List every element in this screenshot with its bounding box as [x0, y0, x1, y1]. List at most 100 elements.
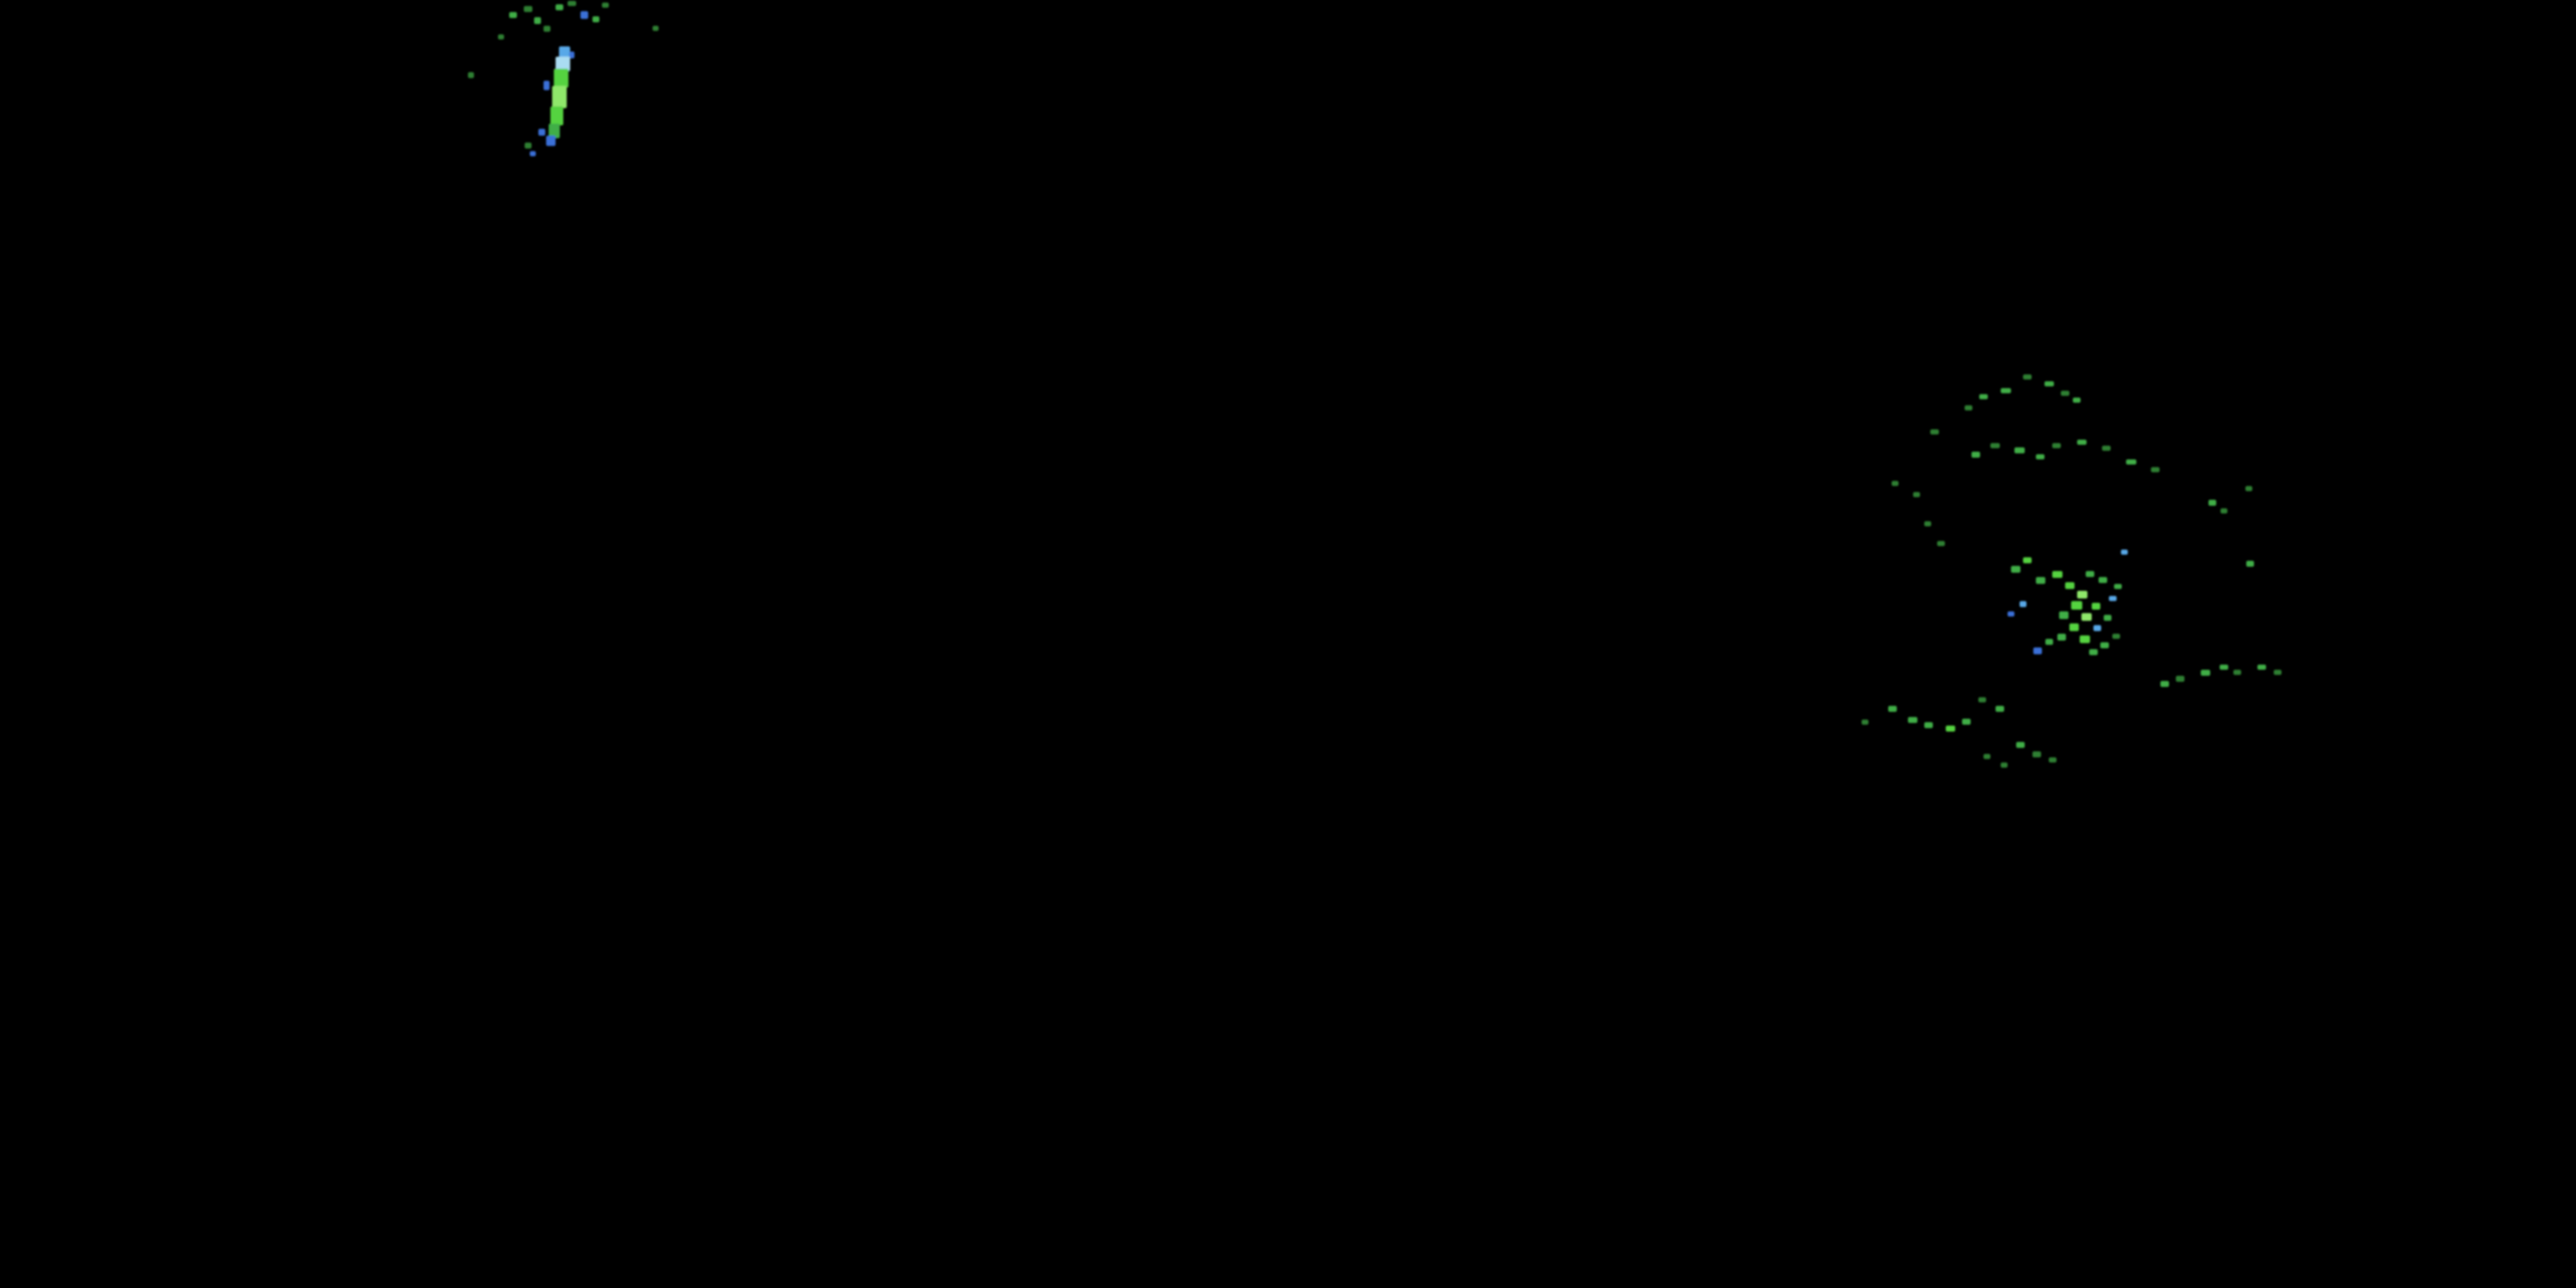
radar-echo-cell — [2114, 584, 2122, 589]
radar-echo-cell — [556, 4, 563, 10]
radar-echo-cell — [2059, 611, 2069, 619]
radar-echo-cell — [1913, 492, 1920, 497]
radar-echo-cell — [2151, 467, 2160, 472]
radar-echo-cell — [2093, 625, 2101, 631]
radar-echo-cell — [580, 11, 588, 19]
radar-echo-cell — [1946, 726, 1955, 732]
radar-echo-cell — [2092, 603, 2100, 610]
radar-echo-cell — [2069, 623, 2079, 631]
radar-echo-cell — [2023, 557, 2032, 563]
radar-echo-cell — [1862, 720, 1868, 725]
radar-echo-cell — [2126, 459, 2136, 465]
radar-echo-cell — [556, 57, 570, 71]
radar-echo-cell — [2109, 596, 2117, 601]
radar-echo-cell — [2045, 639, 2053, 645]
radar-echo-cell — [1924, 521, 1931, 526]
radar-echo-cell — [1962, 719, 1971, 725]
radar-echo-cell — [2208, 500, 2216, 506]
radar-echo-cell — [2081, 613, 2092, 621]
radar-echo-cell — [2011, 566, 2020, 573]
radar-echo-cell — [1930, 429, 1939, 434]
radar-echo-cell — [2099, 577, 2107, 583]
radar-echo-cell — [2036, 577, 2045, 584]
radar-echo-cell — [2160, 681, 2169, 687]
radar-echo-cell — [1979, 394, 1988, 399]
radar-echo-cell — [546, 136, 556, 146]
radar-echo-cell — [538, 129, 545, 136]
radar-echo-cell — [1892, 481, 1899, 486]
radar-echo-cell — [1924, 722, 1933, 728]
radar-echo-cell — [2077, 440, 2087, 445]
radar-echo-cell — [2052, 571, 2063, 578]
radar-echo-cell — [2052, 443, 2061, 448]
radar-echo-cell — [544, 26, 550, 32]
radar-echo-cell — [525, 143, 532, 149]
radar-echo-cell — [509, 12, 517, 18]
radar-echo-cell — [2032, 751, 2041, 757]
radar-echo-cell — [2071, 601, 2082, 610]
radar-echo-cell — [569, 52, 574, 58]
radar-echo-cell — [2008, 611, 2014, 617]
radar-echo-cell — [498, 34, 504, 39]
radar-echo-cell — [2020, 601, 2026, 607]
radar-echo-cell — [524, 6, 532, 12]
radar-echo-cell — [1908, 717, 1917, 723]
radar-echo-cell — [1965, 405, 1972, 410]
radar-echo-cell — [2121, 550, 2128, 555]
radar-echo-cell — [2061, 391, 2069, 396]
radar-echo-cell — [2176, 676, 2184, 682]
radar-echo-cell — [2077, 591, 2087, 598]
radar-echo-cell — [1978, 697, 1986, 702]
radar-echo-cell — [2086, 571, 2094, 577]
eastern-scattered-echoes — [1862, 374, 2281, 768]
radar-echo-cell — [1971, 452, 1980, 458]
radar-echo-cell — [2104, 615, 2111, 621]
radar-echo-cell — [653, 26, 659, 31]
radar-echo-cell — [552, 86, 567, 108]
radar-echo-cell — [2049, 757, 2057, 762]
radar-echo-cell — [2016, 742, 2025, 748]
radar-echo-cell — [2112, 634, 2120, 639]
radar-echo-cell — [568, 1, 576, 6]
radar-echo-cell — [530, 151, 536, 156]
radar-echo-cell — [2246, 561, 2254, 567]
radar-echo-cell — [2102, 446, 2111, 451]
radar-echo-cell — [2201, 670, 2210, 676]
radar-echo-cell — [2065, 582, 2075, 589]
radar-echo-cell — [2023, 374, 2032, 380]
radar-echo-cell — [2100, 642, 2109, 648]
radar-echo-cell — [2220, 665, 2228, 670]
radar-echo-cell — [534, 17, 541, 24]
radar-echo-cell — [468, 72, 474, 78]
radar-echo-cell — [1984, 754, 1990, 759]
radar-echo-cell — [602, 3, 609, 8]
radar-echo-cell — [1996, 706, 2004, 712]
radar-echo-cell — [2033, 647, 2042, 654]
radar-echo-cell — [549, 124, 560, 138]
radar-echo-cell — [2245, 486, 2252, 491]
radar-echo-cell — [550, 106, 563, 125]
radar-echo-cell — [554, 69, 568, 88]
radar-echo-cell — [592, 16, 599, 22]
radar-echo-cell — [2257, 665, 2266, 670]
radar-echo-cell — [2014, 447, 2025, 453]
northwest-storm-cell — [468, 1, 659, 156]
radar-echo-cell — [2044, 381, 2054, 386]
radar-echo-cell — [2080, 635, 2090, 643]
radar-echo-cell — [2036, 454, 2044, 459]
radar-echo-cell — [1937, 541, 1945, 546]
radar-echo-cell — [2089, 649, 2098, 655]
radar-echo-cell — [1888, 706, 1897, 712]
radar-echo-layer — [468, 1, 2281, 768]
radar-echo-cell — [2001, 762, 2008, 768]
radar-echo-cell — [2233, 670, 2241, 675]
radar-echo-cell — [2221, 508, 2227, 513]
radar-echo-cell — [1990, 443, 2000, 448]
radar-echo-cell — [2073, 398, 2081, 403]
radar-echo-cell — [2057, 634, 2066, 641]
radar-echo-cell — [2001, 388, 2011, 393]
radar-echo-cell — [559, 46, 570, 58]
radar-echo-cell — [2274, 670, 2281, 675]
